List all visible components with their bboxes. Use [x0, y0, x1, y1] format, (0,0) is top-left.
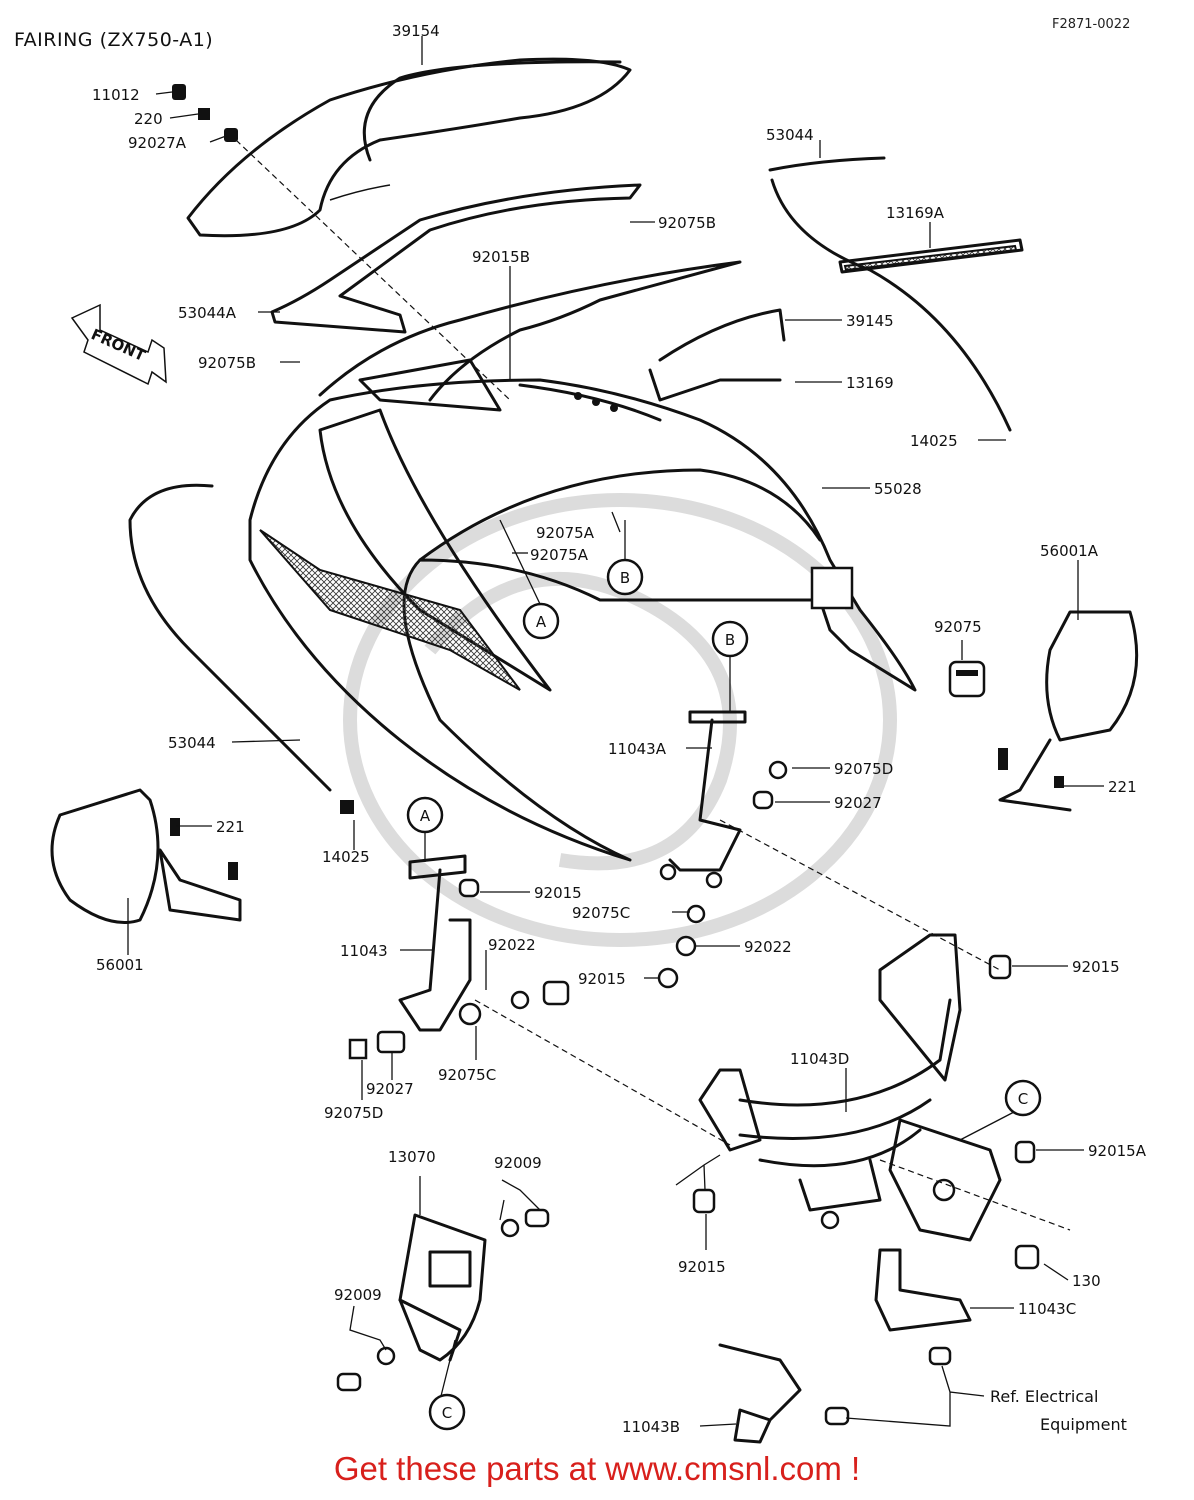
part-label: 92027: [366, 1080, 414, 1098]
part-label: 11043A: [608, 740, 667, 758]
windscreen-screws: [172, 84, 238, 142]
part-label: 39154: [392, 22, 440, 40]
part-label: 221: [216, 818, 245, 836]
upper-cowl: [318, 260, 742, 402]
mirror-right: [998, 610, 1139, 812]
part-label: 56001A: [1040, 542, 1099, 560]
part-labels: 39154 11012 220 92027A 53044 13169A 9207…: [92, 22, 1147, 1436]
trim-53044a: [270, 183, 642, 334]
bracket-11043b: [718, 1343, 850, 1444]
part-label: 92015: [578, 970, 626, 988]
bracket-11043c: [874, 1244, 1040, 1366]
part-label: 14025: [910, 432, 958, 450]
watermark-logo: [343, 493, 897, 947]
leader-lines: [127, 36, 1104, 1427]
diagram-title: FAIRING (ZX750-A1): [14, 29, 213, 51]
ref-letter: A: [420, 807, 431, 825]
mirror-left: [50, 788, 242, 924]
part-label: 130: [1072, 1272, 1101, 1290]
ref-B-lower: B: [711, 620, 749, 658]
part-label: 221: [1108, 778, 1137, 796]
part-label: 53044: [766, 126, 814, 144]
ref-letter: A: [536, 613, 547, 631]
figure-code: F2871-0022: [1052, 17, 1130, 32]
part-label: 92015: [678, 1258, 726, 1276]
part-label: 14025: [322, 848, 370, 866]
trim-53044-top: [768, 156, 1012, 432]
part-label: 92015: [1072, 958, 1120, 976]
part-label: 220: [134, 110, 163, 128]
ref-letter: C: [1018, 1090, 1028, 1108]
reference-note-line1: Ref. Electrical: [990, 1387, 1098, 1406]
part-label: 92075C: [572, 904, 630, 922]
main-fairing: [248, 378, 917, 862]
frame-11043d: [698, 933, 1002, 1242]
part-label: 92027A: [128, 134, 187, 152]
bracket-13169: [648, 368, 782, 402]
part-label: 92022: [744, 938, 792, 956]
ref-letter: C: [442, 1404, 452, 1422]
part-label: 11043B: [622, 1418, 680, 1436]
screws-92009: [336, 1208, 550, 1392]
part-label: 92075C: [438, 1066, 496, 1084]
bracket-39145: [658, 308, 786, 362]
footer-link[interactable]: Get these parts at www.cmsnl.com !: [333, 1450, 861, 1487]
part-label: 13070: [388, 1148, 436, 1166]
ref-letter: B: [725, 631, 735, 649]
part-label: 92027: [834, 794, 882, 812]
part-label: 11012: [92, 86, 140, 104]
part-label: 92075D: [834, 760, 893, 778]
part-label: 11043D: [790, 1050, 849, 1068]
part-label: 11043C: [1018, 1300, 1076, 1318]
part-label: 92009: [494, 1154, 542, 1172]
part-label: 53044A: [178, 304, 237, 322]
part-label: 92015: [534, 884, 582, 902]
windscreen: [186, 57, 632, 238]
part-label: 92015B: [472, 248, 530, 266]
part-label: 92075A: [530, 546, 589, 564]
front-arrow-icon: FRONT: [70, 303, 167, 386]
part-label: 92015A: [1088, 1142, 1147, 1160]
part-label: 92022: [488, 936, 536, 954]
part-label: 13169A: [886, 204, 945, 222]
strip-13169a: [838, 238, 1024, 274]
reference-note-line2: Equipment: [1040, 1415, 1127, 1434]
ref-A-upper: A: [522, 602, 560, 640]
part-label: 92075D: [324, 1104, 383, 1122]
part-label: 92075: [934, 618, 982, 636]
part-label: 13169: [846, 374, 894, 392]
assembly-lines: [235, 139, 1071, 1231]
hardware-right: [458, 760, 1036, 1214]
trim-53044-side: [128, 483, 332, 792]
ref-letter: B: [620, 569, 630, 587]
part-label: 92075B: [658, 214, 716, 232]
ref-A-lower: A: [406, 796, 444, 834]
grommet-92075: [948, 660, 986, 698]
cover-13070: [398, 1213, 487, 1362]
part-label: 56001: [96, 956, 144, 974]
part-label: 92075A: [536, 524, 595, 542]
ref-B-upper: B: [606, 558, 644, 596]
part-label: 53044: [168, 734, 216, 752]
part-label: 55028: [874, 480, 922, 498]
bracket-11043: [348, 854, 482, 1060]
part-label: 11043: [340, 942, 388, 960]
part-label: 92075B: [198, 354, 256, 372]
ref-C-bottom: C: [428, 1393, 466, 1431]
part-label: 39145: [846, 312, 894, 330]
bracket-11043a: [659, 710, 747, 889]
ref-C-right: C: [1004, 1079, 1042, 1117]
part-label: 92009: [334, 1286, 382, 1304]
